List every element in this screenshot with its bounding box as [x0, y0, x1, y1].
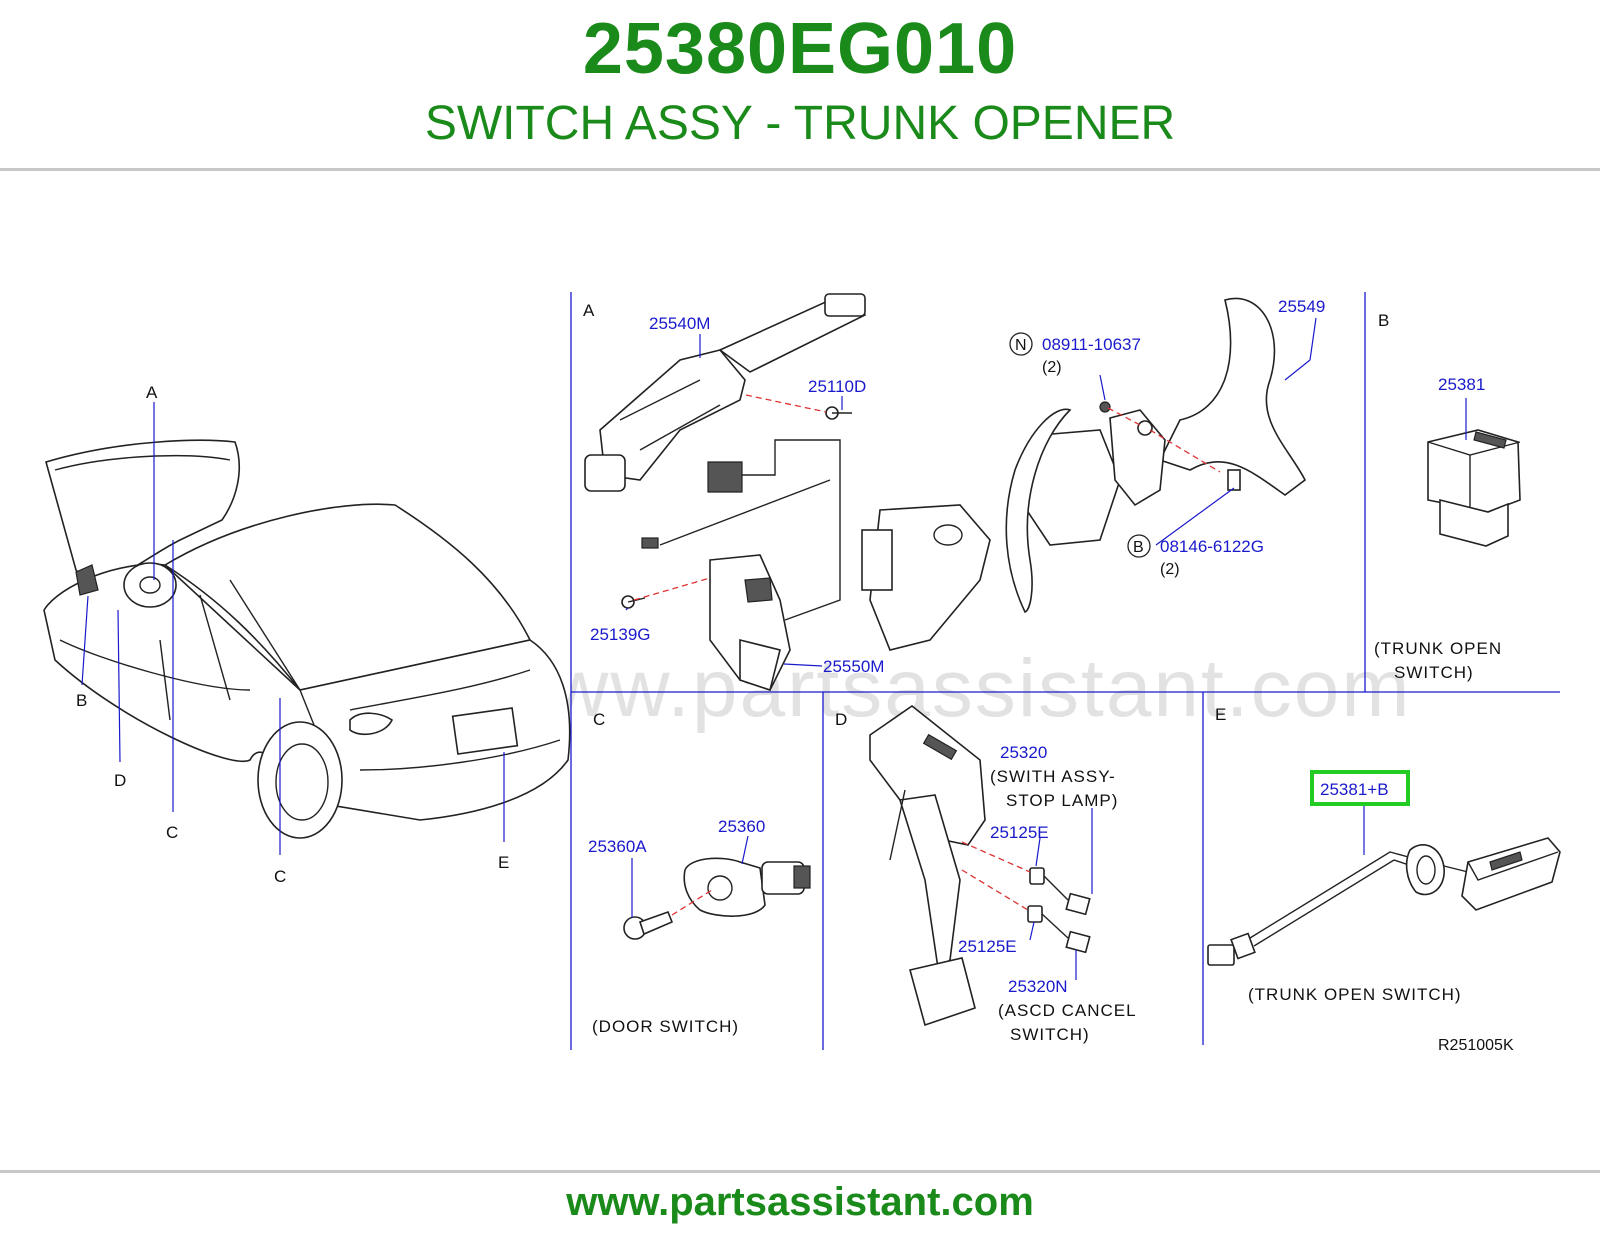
part-note-25320-line1: (SWITH ASSY- — [990, 767, 1116, 786]
part-label-25320[interactable]: 25320 — [1000, 743, 1047, 762]
panel-b-letter: B — [1378, 311, 1389, 330]
panel-c-leaders — [631, 835, 749, 918]
panel-a-letter: A — [583, 301, 595, 320]
trunk-open-switch-b-illustration — [1427, 429, 1521, 547]
part-label-25139g[interactable]: 25139G — [590, 625, 651, 644]
diagram-reference-code: R251005K — [1438, 1037, 1514, 1054]
panel-d-letter: D — [835, 710, 847, 729]
panel-e-caption: (TRUNK OPEN SWITCH) — [1248, 985, 1462, 1004]
part-label-25360a[interactable]: 25360A — [588, 837, 647, 856]
marker-b-letter: B — [1133, 539, 1144, 556]
marker-n-circle — [1009, 332, 1033, 356]
car-overview-illustration — [43, 439, 571, 839]
part-label-25549[interactable]: 25549 — [1278, 297, 1325, 316]
part-label-25550m[interactable]: 25550M — [823, 657, 884, 676]
part-number-title: 25380EG010 — [582, 9, 1018, 89]
selected-part-highlight[interactable] — [1310, 770, 1410, 806]
clock-spring-illustration — [709, 554, 791, 692]
part-label-08911-10637[interactable]: 08911-10637 — [1042, 335, 1141, 354]
trunk-open-switch-e-illustration — [1207, 837, 1561, 966]
combination-switch-illustration — [584, 293, 866, 621]
part-label-25381-b[interactable]: 25381+B — [1320, 780, 1389, 799]
brake-pedal-illustration — [869, 705, 986, 1027]
part-label-25381[interactable]: 25381 — [1438, 375, 1485, 394]
panel-d-leaders — [1029, 808, 1093, 980]
overview-label-c2: C — [274, 867, 286, 886]
footer-divider — [0, 1170, 1600, 1173]
part-description: SWITCH ASSY - TRUNK OPENER — [424, 97, 1176, 150]
overview-label-c1: C — [166, 823, 178, 842]
part-label-25110d[interactable]: 25110D — [808, 377, 866, 396]
part-note-25320n-line2: SWITCH) — [1010, 1025, 1090, 1044]
overview-label-d: D — [114, 771, 126, 790]
pedal-switches-illustration — [961, 841, 1091, 954]
panel-c-letter: C — [593, 710, 605, 729]
qty-label-n: (2) — [1042, 359, 1062, 376]
panel-b-caption-line1: (TRUNK OPEN — [1374, 639, 1502, 658]
panel-c-caption: (DOOR SWITCH) — [592, 1017, 739, 1036]
part-label-25125e-lower[interactable]: 25125E — [958, 937, 1017, 956]
part-label-25320n[interactable]: 25320N — [1008, 977, 1068, 996]
door-switch-illustration — [623, 857, 811, 940]
part-label-25125e-upper[interactable]: 25125E — [990, 823, 1049, 842]
part-note-25320-line2: STOP LAMP) — [1006, 791, 1118, 810]
screws-panel-a — [621, 394, 852, 609]
marker-b-circle — [1127, 534, 1151, 558]
overview-label-a: A — [146, 383, 158, 402]
part-label-25360[interactable]: 25360 — [718, 817, 765, 836]
qty-label-b: (2) — [1160, 561, 1180, 578]
overview-label-e: E — [498, 853, 509, 872]
header-divider — [0, 168, 1600, 171]
overview-label-b: B — [76, 691, 87, 710]
paddle-shifter-illustration — [1005, 297, 1307, 614]
panel-e-letter: E — [1215, 705, 1226, 724]
watermark: www.partsassistant.com — [487, 643, 1412, 734]
part-note-25320n-line1: (ASCD CANCEL — [998, 1001, 1137, 1020]
panel-a-leaders — [625, 317, 1317, 667]
steering-switch-illustration — [861, 504, 991, 651]
marker-n-letter: N — [1015, 337, 1027, 354]
part-label-25540m[interactable]: 25540M — [649, 314, 710, 333]
footer-link[interactable]: www.partsassistant.com — [566, 1180, 1034, 1224]
part-label-08146-6122g[interactable]: 08146-6122G — [1160, 537, 1264, 556]
panel-b-caption-line2: SWITCH) — [1394, 663, 1474, 682]
overview-leaders — [81, 402, 505, 855]
